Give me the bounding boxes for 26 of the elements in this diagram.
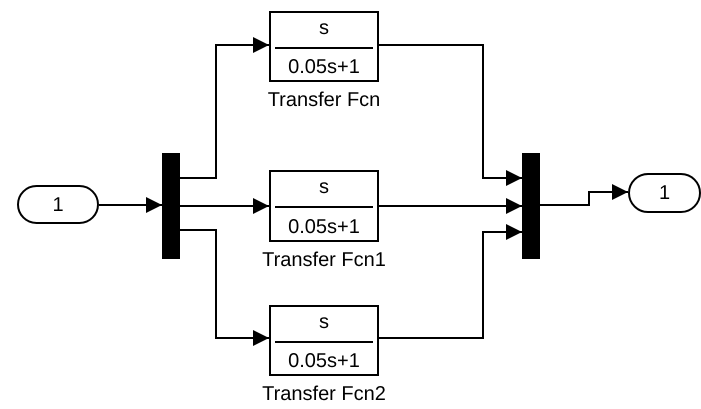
mux-bar: [522, 153, 540, 259]
numerator: s: [319, 16, 329, 40]
denominator: 0.05s+1: [288, 55, 360, 79]
transfer-function-block: [269, 305, 379, 376]
port-number: 1: [52, 194, 64, 214]
denominator: 0.05s+1: [288, 349, 360, 373]
signal-line: [180, 229, 269, 346]
signal-line: [379, 44, 522, 186]
signal-line: [180, 37, 269, 179]
port-number: 1: [658, 183, 670, 203]
signal-line: [180, 198, 269, 214]
block-name: Transfer Fcn1: [262, 248, 386, 272]
port-block: [628, 173, 701, 213]
signal-line: [379, 224, 522, 339]
signal-line: [99, 197, 162, 213]
block-name: Transfer Fcn: [268, 88, 380, 112]
transfer-function-block: [269, 11, 379, 82]
transfer-function-block: [269, 170, 379, 242]
signal-line: [540, 184, 628, 206]
numerator: s: [319, 310, 329, 334]
signal-line: [379, 198, 522, 214]
numerator: s: [319, 175, 329, 199]
port-block: [17, 185, 99, 224]
denominator: 0.05s+1: [288, 215, 360, 239]
mux-bar: [162, 153, 180, 259]
block-name: Transfer Fcn2: [262, 382, 386, 406]
